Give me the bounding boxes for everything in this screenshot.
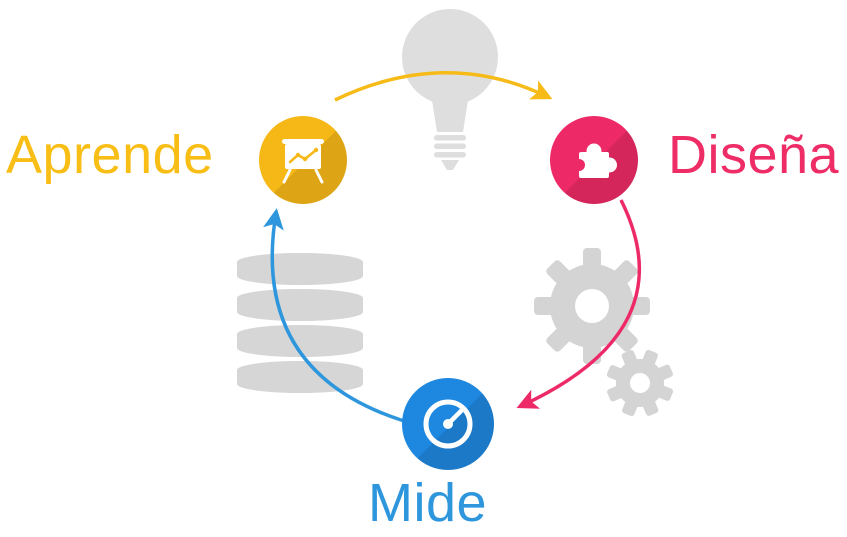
- node-label-disena: Diseña: [668, 125, 840, 185]
- puzzle-icon: [573, 143, 617, 178]
- arrow-disena-to-mide: [516, 199, 642, 409]
- gears-icon: [534, 248, 674, 417]
- gear-large: [534, 248, 650, 364]
- database-icon: [237, 253, 363, 393]
- arrow-mide-to-aprende: [263, 208, 405, 423]
- node-label-aprende: Aprende: [6, 125, 214, 185]
- gauge-icon: [423, 399, 473, 449]
- presentation-chart-icon: [282, 139, 324, 184]
- node-label-mide: Mide: [368, 473, 488, 533]
- node-mide: [402, 378, 494, 470]
- lightbulb-icon: [402, 9, 498, 170]
- node-disena: [550, 116, 638, 204]
- arrow-aprende-to-disena: [334, 71, 553, 102]
- node-aprende: [259, 116, 347, 204]
- gear-small: [606, 349, 674, 417]
